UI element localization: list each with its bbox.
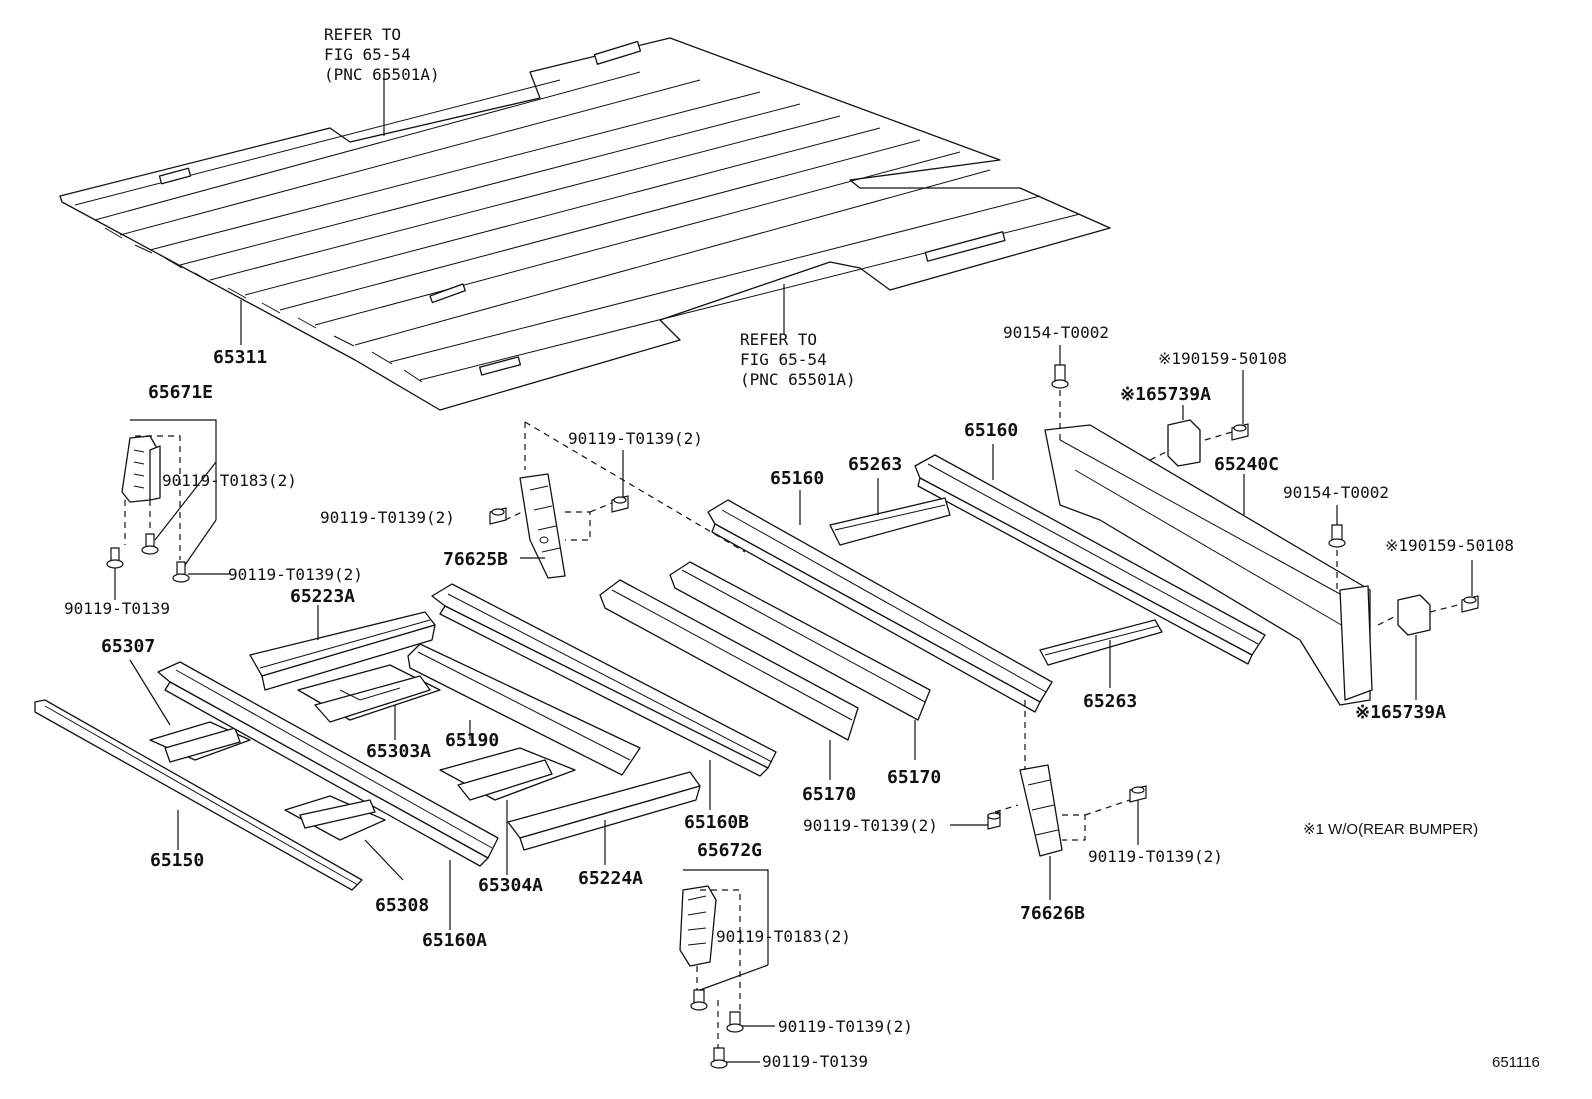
stopper-165739A-a <box>1167 419 1201 467</box>
bracket-76625B <box>519 473 566 579</box>
bracket-65307 <box>149 721 251 763</box>
part-label-65223A: 65223A <box>290 586 355 607</box>
bolt-icon <box>489 507 507 525</box>
part-label-90154-T0002-b: 90154-T0002 <box>1283 483 1389 502</box>
part-label-90154-T0002-a: 90154-T0002 <box>1003 323 1109 342</box>
bracket-65304A <box>439 747 576 801</box>
part-label-65308: 65308 <box>375 895 429 916</box>
part-label-65160A: 65160A <box>422 930 487 951</box>
part-label-65170-a: 65170 <box>802 784 856 805</box>
floor-panel-65311 <box>59 37 1111 411</box>
part-label-90119-T0139-2-c: 90119-T0139(2) <box>320 508 455 527</box>
crossmember-65224A <box>507 771 701 851</box>
bracket-65303A <box>297 664 441 723</box>
part-label-76626B: 76626B <box>1020 903 1085 924</box>
rail-65160B <box>431 583 777 777</box>
reference-note-mid-line1: REFER TO <box>740 330 817 349</box>
crossmember-65263-b <box>1039 619 1163 666</box>
part-label-65304A: 65304A <box>478 875 543 896</box>
bolt-icon <box>106 547 124 569</box>
stopper-165739A-b <box>1397 594 1431 636</box>
rail-65170-b <box>669 561 931 721</box>
part-label-65170-b: 65170 <box>887 767 941 788</box>
part-label-65303A: 65303A <box>366 741 431 762</box>
part-label-165739A-a: ※165739A <box>1120 384 1211 405</box>
part-label-65671E: 65671E <box>148 382 213 403</box>
reference-note-mid-line3: (PNC 65501A) <box>740 370 856 389</box>
bolt-icon <box>710 1047 728 1069</box>
part-label-76625B: 76625B <box>443 549 508 570</box>
part-label-90119-T0139-2-e: 90119-T0139(2) <box>803 816 938 835</box>
rail-65160A <box>157 661 499 867</box>
reference-note-top-line2: FIG 65-54 <box>324 45 411 64</box>
rail-65150 <box>34 699 363 891</box>
part-label-190159-50108-a: ※190159-50108 <box>1158 349 1287 368</box>
part-label-65672G: 65672G <box>697 840 762 861</box>
part-label-90119-T0139-a: 90119-T0139 <box>64 599 170 618</box>
part-label-65224A: 65224A <box>578 868 643 889</box>
part-label-90119-T0139-2-b: 90119-T0139(2) <box>568 429 703 448</box>
part-label-165739A-b: ※165739A <box>1355 702 1446 723</box>
part-label-90119-T0139-2-d: 90119-T0139(2) <box>778 1017 913 1036</box>
reference-note-top-line3: (PNC 65501A) <box>324 65 440 84</box>
part-label-65240C: 65240C <box>1214 454 1279 475</box>
bolt-icon <box>1051 364 1069 389</box>
part-label-65263-b: 65263 <box>1083 691 1137 712</box>
bolt-icon <box>726 1011 744 1033</box>
bolt-icon <box>141 533 159 555</box>
part-label-65160B: 65160B <box>684 812 749 833</box>
bolt-icon <box>690 989 708 1011</box>
figure-id: 651116 <box>1492 1054 1540 1071</box>
part-label-90119-T0139-2-f: 90119-T0139(2) <box>1088 847 1223 866</box>
bracket-65672G <box>679 885 717 967</box>
reference-note-mid-line2: FIG 65-54 <box>740 350 827 369</box>
bolt-icon <box>987 811 1001 830</box>
part-label-65150: 65150 <box>150 850 204 871</box>
crossmember-65240C <box>1044 424 1373 706</box>
rail-65160-b <box>914 454 1266 665</box>
crossmember-65223A <box>249 611 436 691</box>
bolt-icon <box>611 495 629 513</box>
rail-65160-a <box>707 499 1053 713</box>
part-label-65190: 65190 <box>445 730 499 751</box>
bolt-icon <box>1231 423 1249 441</box>
rail-65190 <box>407 643 641 776</box>
part-label-65160-a: 65160 <box>770 468 824 489</box>
part-label-90119-T0139-2-a: 90119-T0139(2) <box>228 565 363 584</box>
rail-65170-a <box>599 579 859 741</box>
bolt-icon <box>1461 595 1479 613</box>
part-label-65160-b: 65160 <box>964 420 1018 441</box>
bolt-icon <box>1328 524 1346 548</box>
part-label-65263-a: 65263 <box>848 454 902 475</box>
part-label-90119-T0139-b: 90119-T0139 <box>762 1052 868 1071</box>
part-label-90119-T0183-2-b: 90119-T0183(2) <box>716 927 851 946</box>
bolt-icon <box>172 561 190 583</box>
part-label-65311: 65311 <box>213 347 267 368</box>
footnote: ※1 W/O(REAR BUMPER) <box>1303 821 1478 838</box>
bracket-76626B <box>1019 764 1063 857</box>
crossmember-65263-a <box>829 497 951 546</box>
bracket-65308 <box>284 795 386 841</box>
part-label-190159-50108-b: ※190159-50108 <box>1385 536 1514 555</box>
bolt-icon <box>1129 785 1147 803</box>
part-label-65307: 65307 <box>101 636 155 657</box>
reference-note-top-line1: REFER TO <box>324 25 401 44</box>
bracket-65671E <box>121 435 161 503</box>
part-label-90119-T0183-2-a: 90119-T0183(2) <box>162 471 297 490</box>
